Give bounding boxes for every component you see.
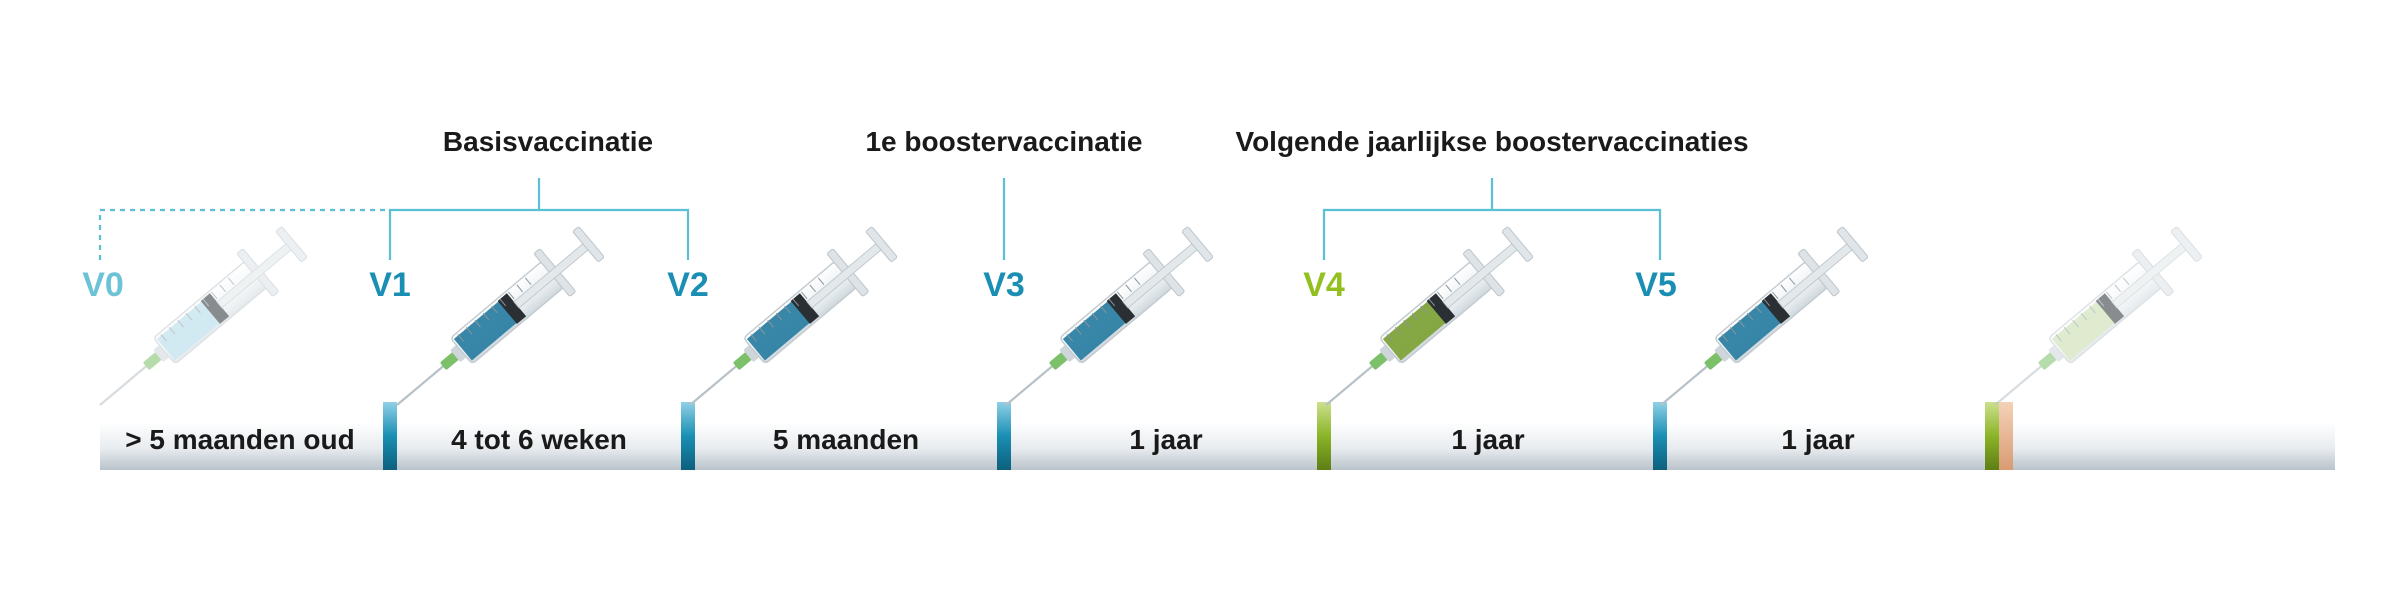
v0-dashed-link: [98, 208, 390, 260]
syringe-icon-v3: [1005, 226, 1214, 406]
interval-label-2: 5 maanden: [772, 424, 920, 455]
interval-label-1: 4 tot 6 weken: [451, 424, 627, 455]
syringe-icon-v0: [99, 226, 308, 406]
syringe-icon-v5: [1660, 226, 1869, 406]
heading-jaarlijkse-boosters: Volgende jaarlijkse boostervaccinaties: [1235, 126, 1749, 157]
visit-label-v0: V0: [82, 266, 124, 304]
interval-label-3: 1 jaar: [1129, 424, 1203, 455]
heading-1e-boostervaccinatie: 1e boostervaccinatie: [865, 126, 1143, 157]
marker-v1: [383, 402, 397, 470]
syringe-icon-v4: [1325, 226, 1534, 406]
heading-basisvaccinatie: Basisvaccinatie: [442, 126, 654, 157]
marker-next-a: [1985, 402, 1999, 470]
basis-bracket: [388, 178, 690, 260]
visit-label-v5: V5: [1635, 266, 1677, 304]
visit-label-v2: V2: [667, 266, 709, 304]
marker-v3: [997, 402, 1011, 470]
marker-next-b: [1999, 402, 2013, 470]
marker-v2: [681, 402, 695, 470]
interval-label-0: > 5 maanden oud: [125, 424, 355, 455]
interval-label-5: 1 jaar: [1781, 424, 1855, 455]
bracket-lines: [98, 178, 1662, 260]
syringes: [99, 226, 2203, 406]
syringe-icon-next: [1994, 226, 2203, 406]
yearly-bracket: [1322, 178, 1662, 260]
interval-label-4: 1 jaar: [1451, 424, 1525, 455]
syringe-icon-v1: [396, 226, 605, 406]
marker-v4: [1317, 402, 1331, 470]
timeline-markers: [383, 402, 2013, 470]
timeline-bar: [100, 422, 2335, 470]
marker-v5: [1653, 402, 1667, 470]
visit-label-v4: V4: [1303, 266, 1345, 304]
visit-label-v3: V3: [983, 266, 1025, 304]
syringe-icon-v2: [689, 226, 898, 406]
visit-label-v1: V1: [369, 266, 411, 304]
